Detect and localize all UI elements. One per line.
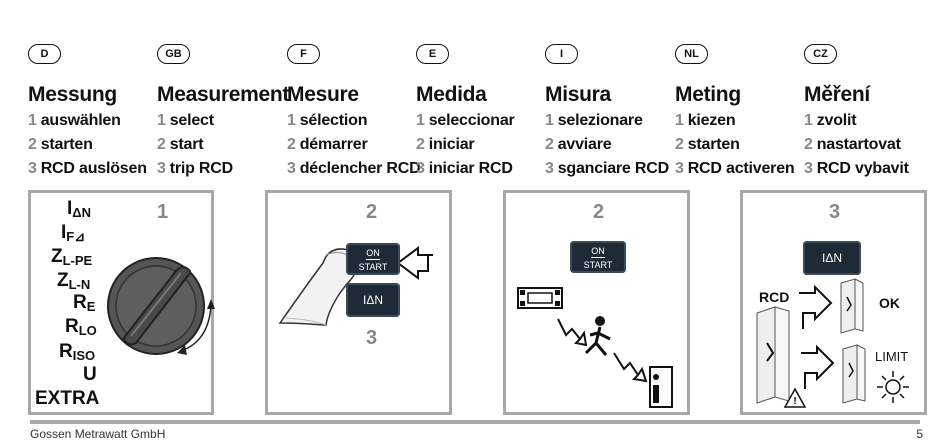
panel-select: 1 IΔN IF⊿ ZL-PE ZL-N RE RLO RISO U EXTRA	[28, 190, 215, 415]
dial-label-zlpe: ZL-PE	[51, 246, 93, 268]
language-badge: GB	[157, 44, 190, 64]
language-badge: F	[287, 44, 320, 64]
language-badge: NL	[675, 44, 708, 64]
panel-measure: 2 ON START	[503, 190, 690, 415]
ok-label: OK	[879, 295, 900, 311]
panel-start: 2 ON START IΔN 3	[265, 190, 452, 415]
language-badge: CZ	[804, 44, 837, 64]
on-start-button[interactable]: ON START	[570, 241, 626, 273]
dial-label-re: RE	[73, 292, 96, 314]
rcd-diagram-icon: !	[756, 278, 909, 408]
dial-label-u: U	[83, 364, 97, 385]
dial-label-rlo: RLO	[65, 316, 97, 338]
idn-button[interactable]: IΔN	[346, 283, 400, 317]
dial-label-zln: ZL-N	[57, 270, 91, 292]
measurement-heading: Medida	[416, 83, 487, 106]
rotary-dial-icon	[107, 257, 215, 355]
limit-label: LIMIT	[875, 349, 909, 364]
dial-label-idn: IΔN	[67, 198, 92, 220]
measurement-heading: Mesure	[287, 83, 359, 106]
footer-company: Gossen Metrawatt GmbH	[30, 427, 166, 441]
idn-button[interactable]: IΔN	[803, 241, 861, 275]
language-badge: D	[28, 44, 61, 64]
dial-label-if: IF⊿	[61, 222, 86, 244]
measurement-heading: Měření	[804, 83, 870, 106]
measurement-heading: Meting	[675, 83, 741, 106]
svg-text:!: !	[793, 396, 796, 407]
panel-step-number-trip: 3	[366, 327, 378, 349]
dial-label-riso: RISO	[59, 341, 96, 363]
measurement-heading: Messung	[28, 83, 117, 106]
on-start-button[interactable]: ON START	[346, 243, 400, 275]
panel-trip-rcd: 3 IΔN RCD OK LIMIT !	[740, 190, 927, 415]
panel-step-number: 3	[829, 201, 841, 223]
language-badge: E	[416, 44, 449, 64]
panel-step-number: 1	[157, 201, 169, 223]
measurement-heading: Misura	[545, 83, 611, 106]
dial-label-extra: EXTRA	[35, 388, 100, 409]
measurement-sequence-icon	[517, 287, 673, 408]
rcd-label: RCD	[759, 289, 790, 305]
footer-divider	[30, 420, 920, 424]
panel-step-number: 2	[593, 201, 605, 223]
language-badge: I	[545, 44, 578, 64]
measurement-heading: Measurement	[157, 83, 290, 106]
panel-step-number-start: 2	[366, 201, 378, 223]
page-number: 5	[916, 427, 923, 441]
